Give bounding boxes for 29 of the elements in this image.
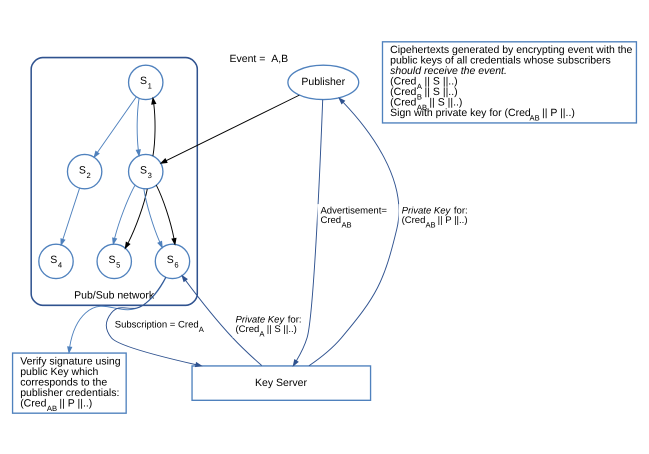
arrow	[124, 188, 148, 250]
edge-label: Private Key for: (Cred$_{A}$ || S ||..)	[235, 314, 302, 338]
arrow	[308, 96, 400, 366]
node-box: Key Server	[191, 364, 372, 400]
edge-label: Private Key for: (Cred$_{AB}$ || P ||..)	[402, 205, 468, 230]
node-circle: S$_{6}$	[154, 243, 190, 279]
node-circle: S$_{3}$	[128, 153, 164, 189]
arrow	[106, 276, 203, 367]
node-circle: S$_{4}$	[38, 243, 74, 279]
node-box: Cipehertexts generated by encrypting event with the public keys of all credentials whose subscribers should receive the event. (Cred$_{A}$ || S ||..) (Cred$_{B}$ || S ||..) (Cred$_{AB}$ || S ||..) Sign with private key for (Cred$_{AB}$ || P ||..)	[382, 40, 638, 124]
node-label: Event = A,B	[229, 52, 288, 65]
arrow	[143, 188, 163, 248]
arrow	[181, 274, 262, 366]
node-circle: S$_{2}$	[66, 153, 102, 189]
arrow	[67, 276, 166, 354]
node-circle: S$_{1}$	[128, 64, 164, 100]
node-box: Verify signature using public Key which corresponds to the publisher credentials: (Cred$_{AB}$ || P ||..)	[12, 352, 127, 414]
arrow	[93, 96, 137, 158]
arrow	[151, 96, 156, 156]
arrow	[60, 187, 80, 246]
arrow	[136, 98, 141, 157]
node-ellipse: Publisher	[287, 64, 360, 100]
arrow	[292, 98, 324, 366]
arrow	[160, 94, 300, 164]
edge-label: Advertisement= Cred$_{AB}$	[320, 205, 387, 230]
edge-label: Subscription = Cred$_{A}$	[114, 318, 204, 334]
arrow	[112, 184, 136, 245]
node-circle: S$_{5}$	[96, 243, 132, 279]
arrow	[156, 184, 177, 246]
